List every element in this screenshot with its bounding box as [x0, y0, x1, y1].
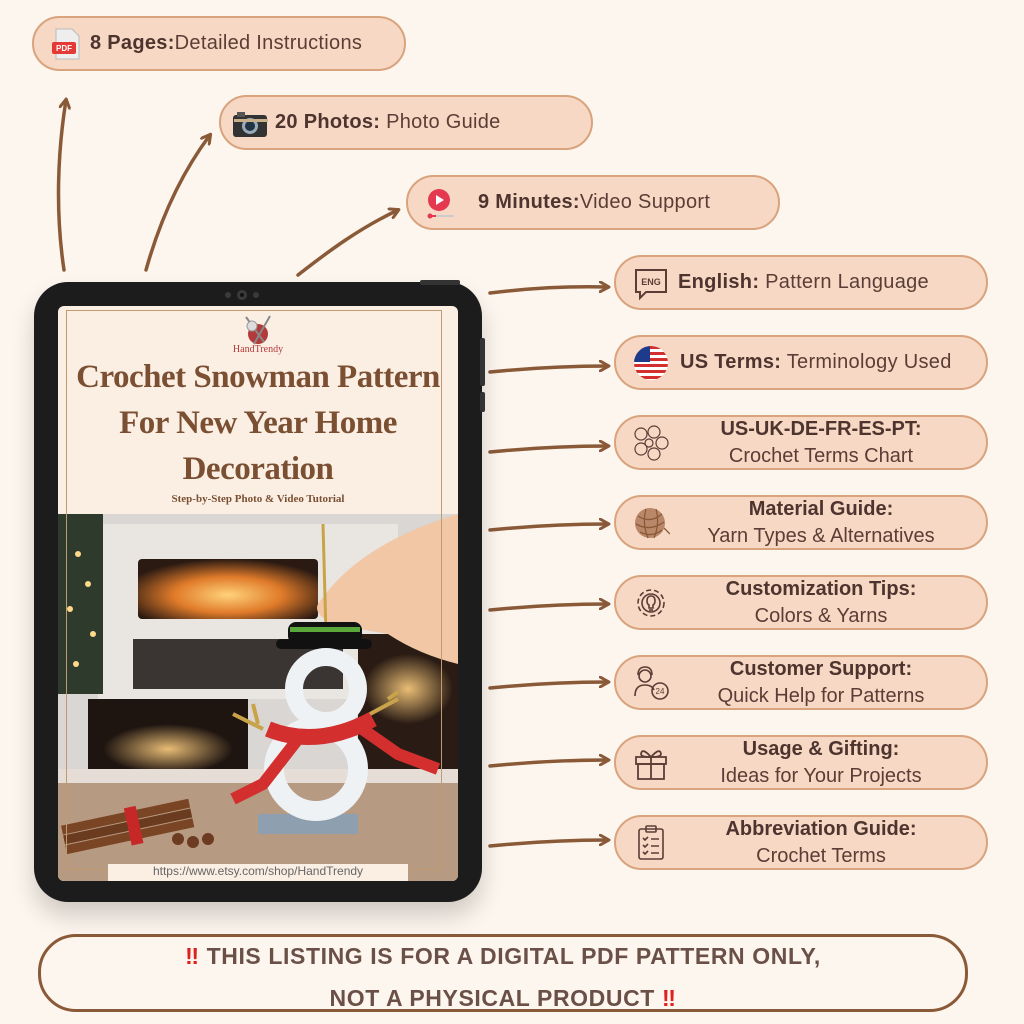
- logo-text: HandTrendy: [232, 344, 284, 355]
- clipboard-checklist-icon: [632, 824, 670, 862]
- support-24-icon: 24: [632, 664, 670, 702]
- photos-bold: 20 Photos:: [275, 111, 381, 133]
- digital-only-banner: ‼ THIS LISTING IS FOR A DIGITAL PDF PATT…: [38, 934, 968, 1012]
- pdf-icon: PDF: [48, 25, 86, 63]
- shop-url: https://www.etsy.com/shop/HandTrendy: [108, 864, 408, 881]
- pages-text: Detailed Instructions: [174, 32, 363, 54]
- feature-pill-video: 9 Minutes:Video Support: [406, 175, 780, 230]
- customization-bold: Customization Tips:: [725, 577, 917, 600]
- us-terms-bold: US Terms:: [680, 351, 782, 373]
- cover-title-line1: Crochet Snowman Pattern: [76, 359, 440, 395]
- gear-bulb-icon: [632, 584, 670, 622]
- feature-pill-support: 24 Customer Support: Quick Help for Patte…: [614, 655, 988, 710]
- eng-language-icon: ENG: [632, 264, 670, 302]
- feature-pill-customization: Customization Tips: Colors & Yarns: [614, 575, 988, 630]
- cover-title-line2: For New Year Home: [119, 405, 397, 441]
- yarn-ball-icon: [632, 504, 670, 542]
- gift-icon: [632, 744, 670, 782]
- tablet-side-button-small: [480, 392, 485, 412]
- warning-icon: ‼: [185, 943, 200, 969]
- us-flag-icon: [632, 344, 670, 382]
- cover-title-line3: Decoration: [182, 451, 334, 487]
- tablet-screen: HandTrendy Crochet Snowman Pattern For N…: [58, 306, 458, 881]
- usage-text: Ideas for Your Projects: [720, 764, 922, 787]
- abbreviation-bold: Abbreviation Guide:: [725, 817, 917, 840]
- video-text: Video Support: [579, 191, 711, 213]
- pages-bold: 8 Pages:: [90, 32, 175, 54]
- video-play-icon: [422, 184, 460, 222]
- feature-pill-abbreviation: Abbreviation Guide: Crochet Terms: [614, 815, 988, 870]
- terms-chart-text: Crochet Terms Chart: [728, 444, 914, 467]
- arrow-customization: [488, 604, 608, 612]
- feature-pill-us-terms: US Terms: Terminology Used: [614, 335, 988, 390]
- arrow-us-terms: [488, 366, 608, 374]
- language-chart-icon: [632, 424, 670, 462]
- arrow-pages: [56, 100, 66, 272]
- material-bold: Material Guide:: [748, 497, 894, 520]
- usage-bold: Usage & Gifting:: [742, 737, 900, 760]
- feature-pill-material: Material Guide: Yarn Types & Alternatives: [614, 495, 988, 550]
- handtrendy-logo-icon: [245, 315, 271, 345]
- arrow-english: [488, 287, 608, 295]
- arrow-photos: [144, 135, 210, 272]
- warning-icon: ‼: [661, 985, 677, 1011]
- terms-chart-bold: US-UK-DE-FR-ES-PT:: [720, 417, 922, 440]
- banner-line2: NOT A PHYSICAL PRODUCT: [329, 985, 662, 1011]
- video-bold: 9 Minutes:: [478, 191, 580, 213]
- cover-subtitle: Step-by-Step Photo & Video Tutorial: [171, 493, 345, 505]
- svg-text:ENG: ENG: [641, 277, 661, 287]
- support-bold: Customer Support:: [729, 657, 913, 680]
- feature-pill-photos: 20 Photos: Photo Guide: [219, 95, 593, 150]
- tablet-camera-icon: [225, 290, 259, 300]
- feature-pill-pages: PDF 8 Pages:Detailed Instructions: [32, 16, 406, 71]
- english-text: Pattern Language: [759, 271, 929, 293]
- camera-icon: [231, 104, 269, 142]
- cover-title: Crochet Snowman Pattern For New Year Hom…: [58, 354, 458, 492]
- svg-text:24: 24: [656, 687, 665, 696]
- material-text: Yarn Types & Alternatives: [707, 524, 935, 547]
- feature-pill-terms-chart: US-UK-DE-FR-ES-PT: Crochet Terms Chart: [614, 415, 988, 470]
- arrow-terms-chart: [488, 446, 608, 454]
- svg-text:PDF: PDF: [56, 44, 72, 53]
- photos-text: Photo Guide: [380, 111, 501, 133]
- tablet-top-button: [420, 280, 460, 285]
- abbreviation-text: Crochet Terms: [756, 844, 886, 867]
- arrow-support: [488, 682, 608, 690]
- arrow-material: [488, 524, 608, 532]
- english-bold: English:: [678, 271, 760, 293]
- banner-line1: THIS LISTING IS FOR A DIGITAL PDF PATTER…: [199, 943, 821, 969]
- us-terms-text: Terminology Used: [781, 351, 952, 373]
- arrow-abbreviation: [488, 840, 608, 848]
- arrow-video: [296, 210, 398, 277]
- tablet-side-button: [480, 338, 485, 386]
- customization-text: Colors & Yarns: [754, 604, 888, 627]
- support-text: Quick Help for Patterns: [717, 684, 925, 707]
- feature-pill-english: ENG English: Pattern Language: [614, 255, 988, 310]
- feature-pill-usage: Usage & Gifting: Ideas for Your Projects: [614, 735, 988, 790]
- arrow-usage: [488, 760, 608, 768]
